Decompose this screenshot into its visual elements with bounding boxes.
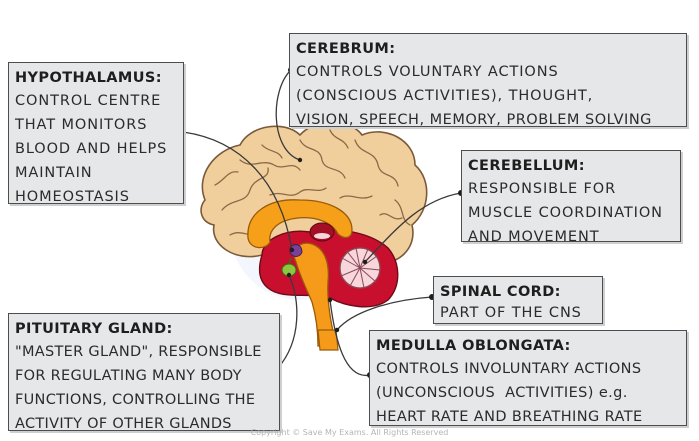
spinal-cord-connector	[336, 296, 433, 331]
medulla-title: MEDULLA OBLONGATA:	[376, 338, 571, 354]
hypothalamus-label-box: HYPOTHALAMUS: CONTROL CENTRE THAT MONITO…	[8, 62, 184, 205]
pituitary-line-4: ACTIVITY OF OTHER GLANDS	[15, 416, 232, 432]
cerebrum-line-3: VISION, SPEECH, MEMORY, PROBLEM SOLVING	[296, 112, 652, 128]
cerebrum-line-2: (CONSCIOUS ACTIVITIES), THOUGHT,	[296, 88, 594, 104]
hypothalamus-shape	[289, 244, 303, 257]
medulla-line-2: (UNCONSCIOUS ACTIVITIES) e.g.	[376, 385, 628, 401]
spinal-cord-line-1: PART OF THE CNS	[440, 305, 582, 321]
hypothalamus-line-3: BLOOD AND HELPS	[15, 141, 168, 157]
hypothalamus-title: HYPOTHALAMUS:	[15, 70, 162, 86]
corpus-callosum	[247, 199, 353, 249]
medulla-label-box: MEDULLA OBLONGATA: CONTROLS INVOLUNTARY …	[369, 330, 687, 426]
pituitary-connector	[277, 274, 298, 369]
copyright-notice: Copyright © Save My Exams. All Rights Re…	[250, 428, 449, 437]
spinal-cord-shape	[317, 329, 339, 351]
hypothalamus-connector	[182, 131, 293, 251]
brain-stem	[293, 242, 337, 347]
pituitary-line-3: FUNCTIONS, CONTROLLING THE	[15, 392, 256, 408]
spinal-cord-label-box: SPINAL CORD: PART OF THE CNS	[433, 276, 603, 324]
cerebrum-label-box: CEREBRUM: CONTROLS VOLUNTARY ACTIONS (CO…	[289, 33, 687, 128]
cerebellum-connector	[364, 192, 462, 263]
cerebrum-connector	[275, 69, 301, 161]
cerebellum-label-box: CEREBELLUM: RESPONSIBLE FOR MUSCLE COORD…	[461, 150, 681, 245]
cerebellum-line-1: RESPONSIBLE FOR	[468, 181, 617, 197]
pituitary-line-1: "MASTER GLAND", RESPONSIBLE	[15, 344, 262, 360]
hypothalamus-line-1: CONTROL CENTRE	[15, 93, 162, 109]
cerebellum-line-2: MUSCLE COORDINATION	[468, 205, 663, 221]
hypothalamus-line-2: THAT MONITORS	[15, 117, 148, 133]
medulla-line-1: CONTROLS INVOLUNTARY ACTIONS	[376, 361, 642, 377]
hypothalamus-line-4: MAINTAIN	[15, 165, 93, 181]
cerebellum-title: CEREBELLUM:	[468, 158, 585, 174]
medulla-connector	[329, 299, 371, 376]
hypothalamus-line-5: HOMEOSTASIS	[15, 189, 130, 205]
spinal-cord-title: SPINAL CORD:	[440, 284, 561, 300]
thalamus-highlight	[314, 233, 330, 239]
pituitary-title: PITUITARY GLAND:	[15, 321, 173, 337]
cerebrum-title: CEREBRUM:	[296, 41, 396, 57]
pituitary-line-2: FOR REGULATING MANY BODY	[15, 368, 242, 384]
pituitary-label-box: PITUITARY GLAND: "MASTER GLAND", RESPONS…	[8, 313, 280, 432]
pituitary-stalk	[288, 257, 292, 265]
medulla-line-3: HEART RATE AND BREATHING RATE	[376, 409, 643, 425]
connector-lines	[182, 69, 462, 376]
cerebellum-shape	[339, 247, 381, 289]
cerebellum-line-3: AND MOVEMENT	[468, 229, 600, 245]
cerebrum-line-1: CONTROLS VOLUNTARY ACTIONS	[296, 64, 559, 80]
